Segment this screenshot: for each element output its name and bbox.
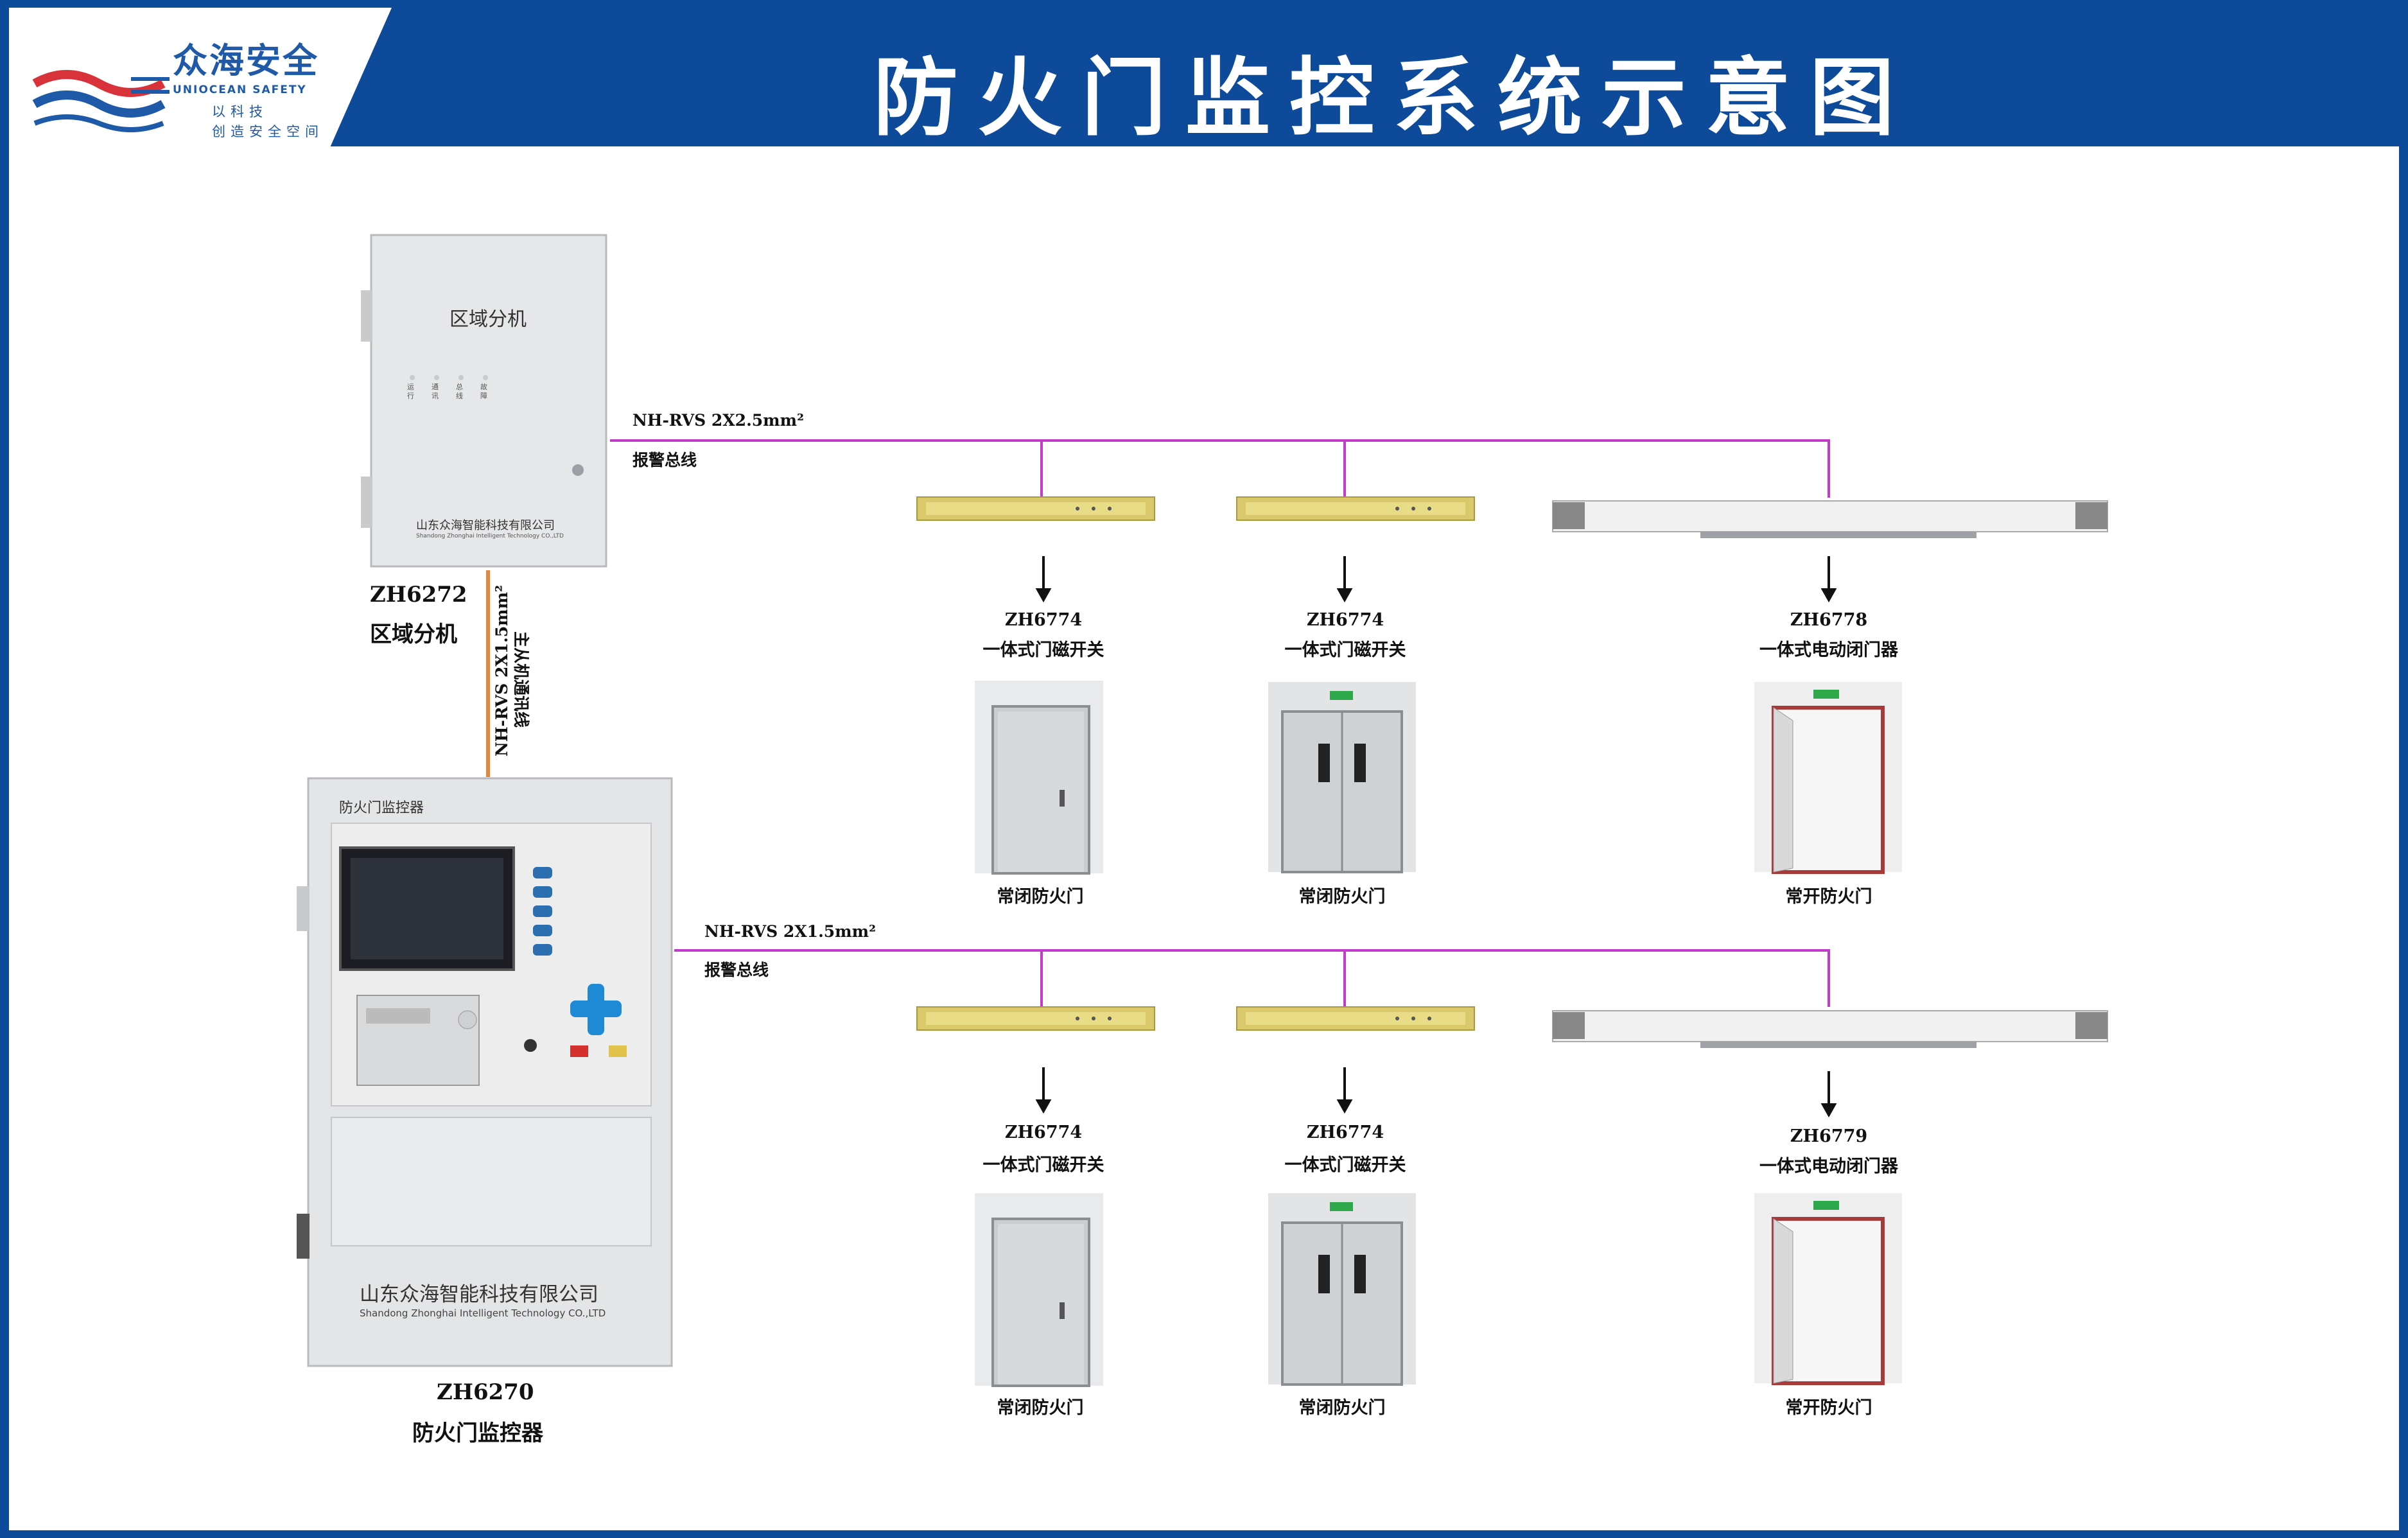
magnetic-switch-bottom-2 xyxy=(1236,1003,1475,1035)
bus-top-spec: NH-RVS 2X2.5mm² xyxy=(633,411,805,430)
logo-waves-icon xyxy=(32,70,170,132)
area-unit-company: 山东众海智能科技有限公司 xyxy=(416,519,555,532)
indicator-label-bus: 总线 xyxy=(456,383,463,400)
door-image-normally-closed-2 xyxy=(1268,682,1416,873)
door-image-normally-closed-4 xyxy=(1268,1193,1416,1386)
area-unit-model: ZH6272 xyxy=(370,582,467,607)
area-unit-name: 区域分机 xyxy=(370,622,457,647)
bus-top-name: 报警总线 xyxy=(633,451,697,469)
bottom-1-door-type: 常闭防火门 xyxy=(997,1398,1084,1418)
logo-slogan-1: 以科技 xyxy=(212,104,268,119)
bottom-3-door-type: 常开防火门 xyxy=(1785,1398,1872,1418)
monitor-company-en: Shandong Zhonghai Intelligent Technology… xyxy=(360,1307,606,1319)
bottom-1-model: ZH6774 xyxy=(1004,1123,1083,1142)
door-closer-bottom xyxy=(1552,1007,2108,1058)
page-title: 防火门监控系统示意图 xyxy=(873,49,1914,148)
bottom-3-model: ZH6779 xyxy=(1790,1126,1868,1146)
logo-area: 众海安全 UNIOCEAN SAFETY 以科技 创造安全空间 xyxy=(9,8,392,146)
bottom-2-name: 一体式门磁开关 xyxy=(1284,1155,1406,1175)
door-closer-top xyxy=(1552,497,2108,548)
comm-cable-name: 主从机通讯线 xyxy=(512,631,531,728)
bottom-2-door-type: 常闭防火门 xyxy=(1298,1398,1386,1418)
comm-cable-spec: NH-RVS 2X1.5mm² xyxy=(493,584,512,757)
area-unit-panel-title: 区域分机 xyxy=(449,308,527,331)
top-3-model: ZH6778 xyxy=(1790,610,1868,630)
magnetic-switch-bottom-1 xyxy=(916,1003,1155,1035)
door-image-normally-open-2 xyxy=(1754,1193,1902,1385)
top-2-door-type: 常闭防火门 xyxy=(1298,887,1386,907)
top-1-door-type: 常闭防火门 xyxy=(997,887,1084,907)
bus-bottom-spec: NH-RVS 2X1.5mm² xyxy=(704,922,877,941)
monitor-device: 防火门监控器 山东众海智能科技有限公司 Shandong Zhonghai In… xyxy=(295,777,674,1368)
bottom-3-name: 一体式电动闭门器 xyxy=(1759,1157,1898,1176)
top-3-door-type: 常开防火门 xyxy=(1785,887,1872,907)
top-3-name: 一体式电动闭门器 xyxy=(1759,640,1898,660)
top-2-name: 一体式门磁开关 xyxy=(1284,640,1406,660)
indicator-label-fault: 故障 xyxy=(480,383,487,400)
indicator-label-run: 运行 xyxy=(407,383,414,400)
logo-slogan-2: 创造安全空间 xyxy=(212,124,324,139)
monitor-name: 防火门监控器 xyxy=(412,1420,543,1446)
door-image-normally-closed-3 xyxy=(975,1193,1103,1387)
monitor-panel-title: 防火门监控器 xyxy=(339,800,424,816)
bus-bottom-name: 报警总线 xyxy=(704,961,769,979)
door-image-normally-closed-1 xyxy=(975,681,1103,875)
monitor-company: 山东众海智能科技有限公司 xyxy=(360,1283,598,1306)
bottom-2-model: ZH6774 xyxy=(1306,1123,1384,1142)
area-unit-device: 区域分机 运行 通讯 总线 故障 山东众海智能科技有限公司 Shandong Z… xyxy=(360,232,610,570)
top-1-model: ZH6774 xyxy=(1004,610,1083,630)
area-unit-company-en: Shandong Zhonghai Intelligent Technology… xyxy=(416,533,564,539)
bottom-1-name: 一体式门磁开关 xyxy=(982,1155,1104,1175)
magnetic-switch-top-2 xyxy=(1236,493,1475,525)
logo-name: 众海安全 xyxy=(173,40,319,81)
magnetic-switch-top-1 xyxy=(916,493,1155,525)
monitor-model: ZH6270 xyxy=(437,1379,534,1405)
top-2-model: ZH6774 xyxy=(1306,610,1384,630)
door-image-normally-open xyxy=(1754,682,1902,874)
indicator-label-comm: 通讯 xyxy=(432,383,439,400)
top-1-name: 一体式门磁开关 xyxy=(982,640,1104,660)
logo-english: UNIOCEAN SAFETY xyxy=(173,83,307,96)
